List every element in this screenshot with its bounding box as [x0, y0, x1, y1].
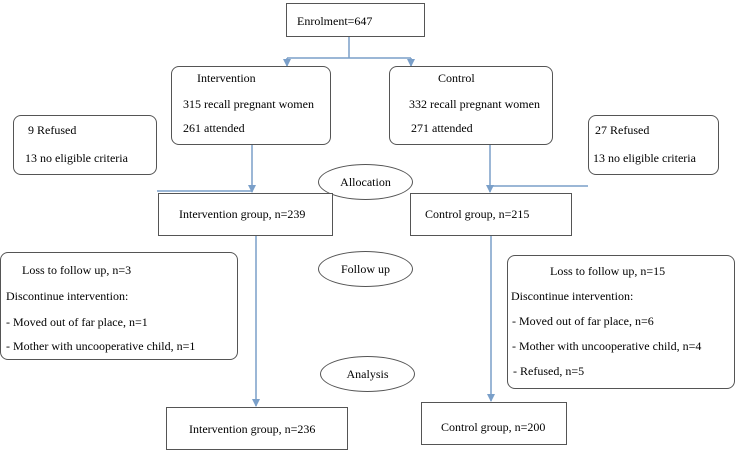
follow-up-ellipse: Follow up — [318, 251, 413, 287]
exclusion-right-refused: 27 Refused — [595, 123, 650, 137]
enrolment-label: Enrolment=647 — [297, 14, 373, 28]
followup-left-loss: Loss to follow up, n=3 — [22, 263, 132, 277]
intervention-allocated-label: Intervention group, n=239 — [179, 207, 306, 221]
exclusion-left-refused: 9 Refused — [28, 123, 77, 137]
control-allocated-label: Control group, n=215 — [425, 207, 530, 221]
follow-up-label: Follow up — [340, 261, 390, 276]
control-arm-box: Control 332 recall pregnant women 271 at… — [389, 66, 553, 145]
intervention-analysed-box: Intervention group, n=236 — [166, 407, 348, 450]
exclusion-left-ineligible: 13 no eligible criteria — [25, 151, 128, 165]
enrolment-box: Enrolment=647 — [286, 3, 425, 37]
followup-right-moved: - Moved out of far place, n=6 — [512, 314, 654, 328]
analysis-ellipse: Analysis — [320, 356, 415, 392]
followup-right-discontinue: Discontinue intervention: — [511, 289, 634, 303]
intervention-arm-box: Intervention 315 recall pregnant women 2… — [171, 66, 331, 145]
control-analysed-box: Control group, n=200 — [421, 402, 567, 445]
exclusion-left-box: 9 Refused 13 no eligible criteria — [13, 115, 157, 175]
control-recall: 332 recall pregnant women — [409, 97, 540, 111]
followup-right-refused: - Refused, n=5 — [513, 364, 585, 378]
intervention-allocated-box: Intervention group, n=239 — [158, 193, 333, 236]
followup-right-box: Loss to follow up, n=15 Discontinue inte… — [507, 255, 735, 389]
exclusion-right-box: 27 Refused 13 no eligible criteria — [588, 115, 719, 175]
intervention-analysed-label: Intervention group, n=236 — [189, 422, 316, 436]
allocation-label: Allocation — [340, 174, 391, 189]
control-arm-title: Control — [438, 71, 475, 85]
control-analysed-label: Control group, n=200 — [441, 420, 546, 434]
followup-left-moved: - Moved out of far place, n=1 — [6, 315, 148, 329]
exclusion-right-ineligible: 13 no eligible criteria — [593, 151, 696, 165]
intervention-recall: 315 recall pregnant women — [183, 97, 314, 111]
followup-left-discontinue: Discontinue intervention: — [6, 289, 129, 303]
intervention-attended: 261 attended — [183, 121, 245, 135]
followup-right-uncooperative: - Mother with uncooperative child, n=4 — [512, 339, 702, 353]
allocation-ellipse: Allocation — [318, 164, 413, 200]
followup-right-loss: Loss to follow up, n=15 — [550, 264, 666, 278]
control-allocated-box: Control group, n=215 — [410, 193, 572, 236]
followup-left-uncooperative: - Mother with uncooperative child, n=1 — [6, 339, 196, 353]
control-attended: 271 attended — [411, 121, 473, 135]
followup-left-box: Loss to follow up, n=3 Discontinue inter… — [0, 252, 238, 360]
intervention-arm-title: Intervention — [197, 71, 256, 85]
analysis-label: Analysis — [346, 366, 389, 381]
